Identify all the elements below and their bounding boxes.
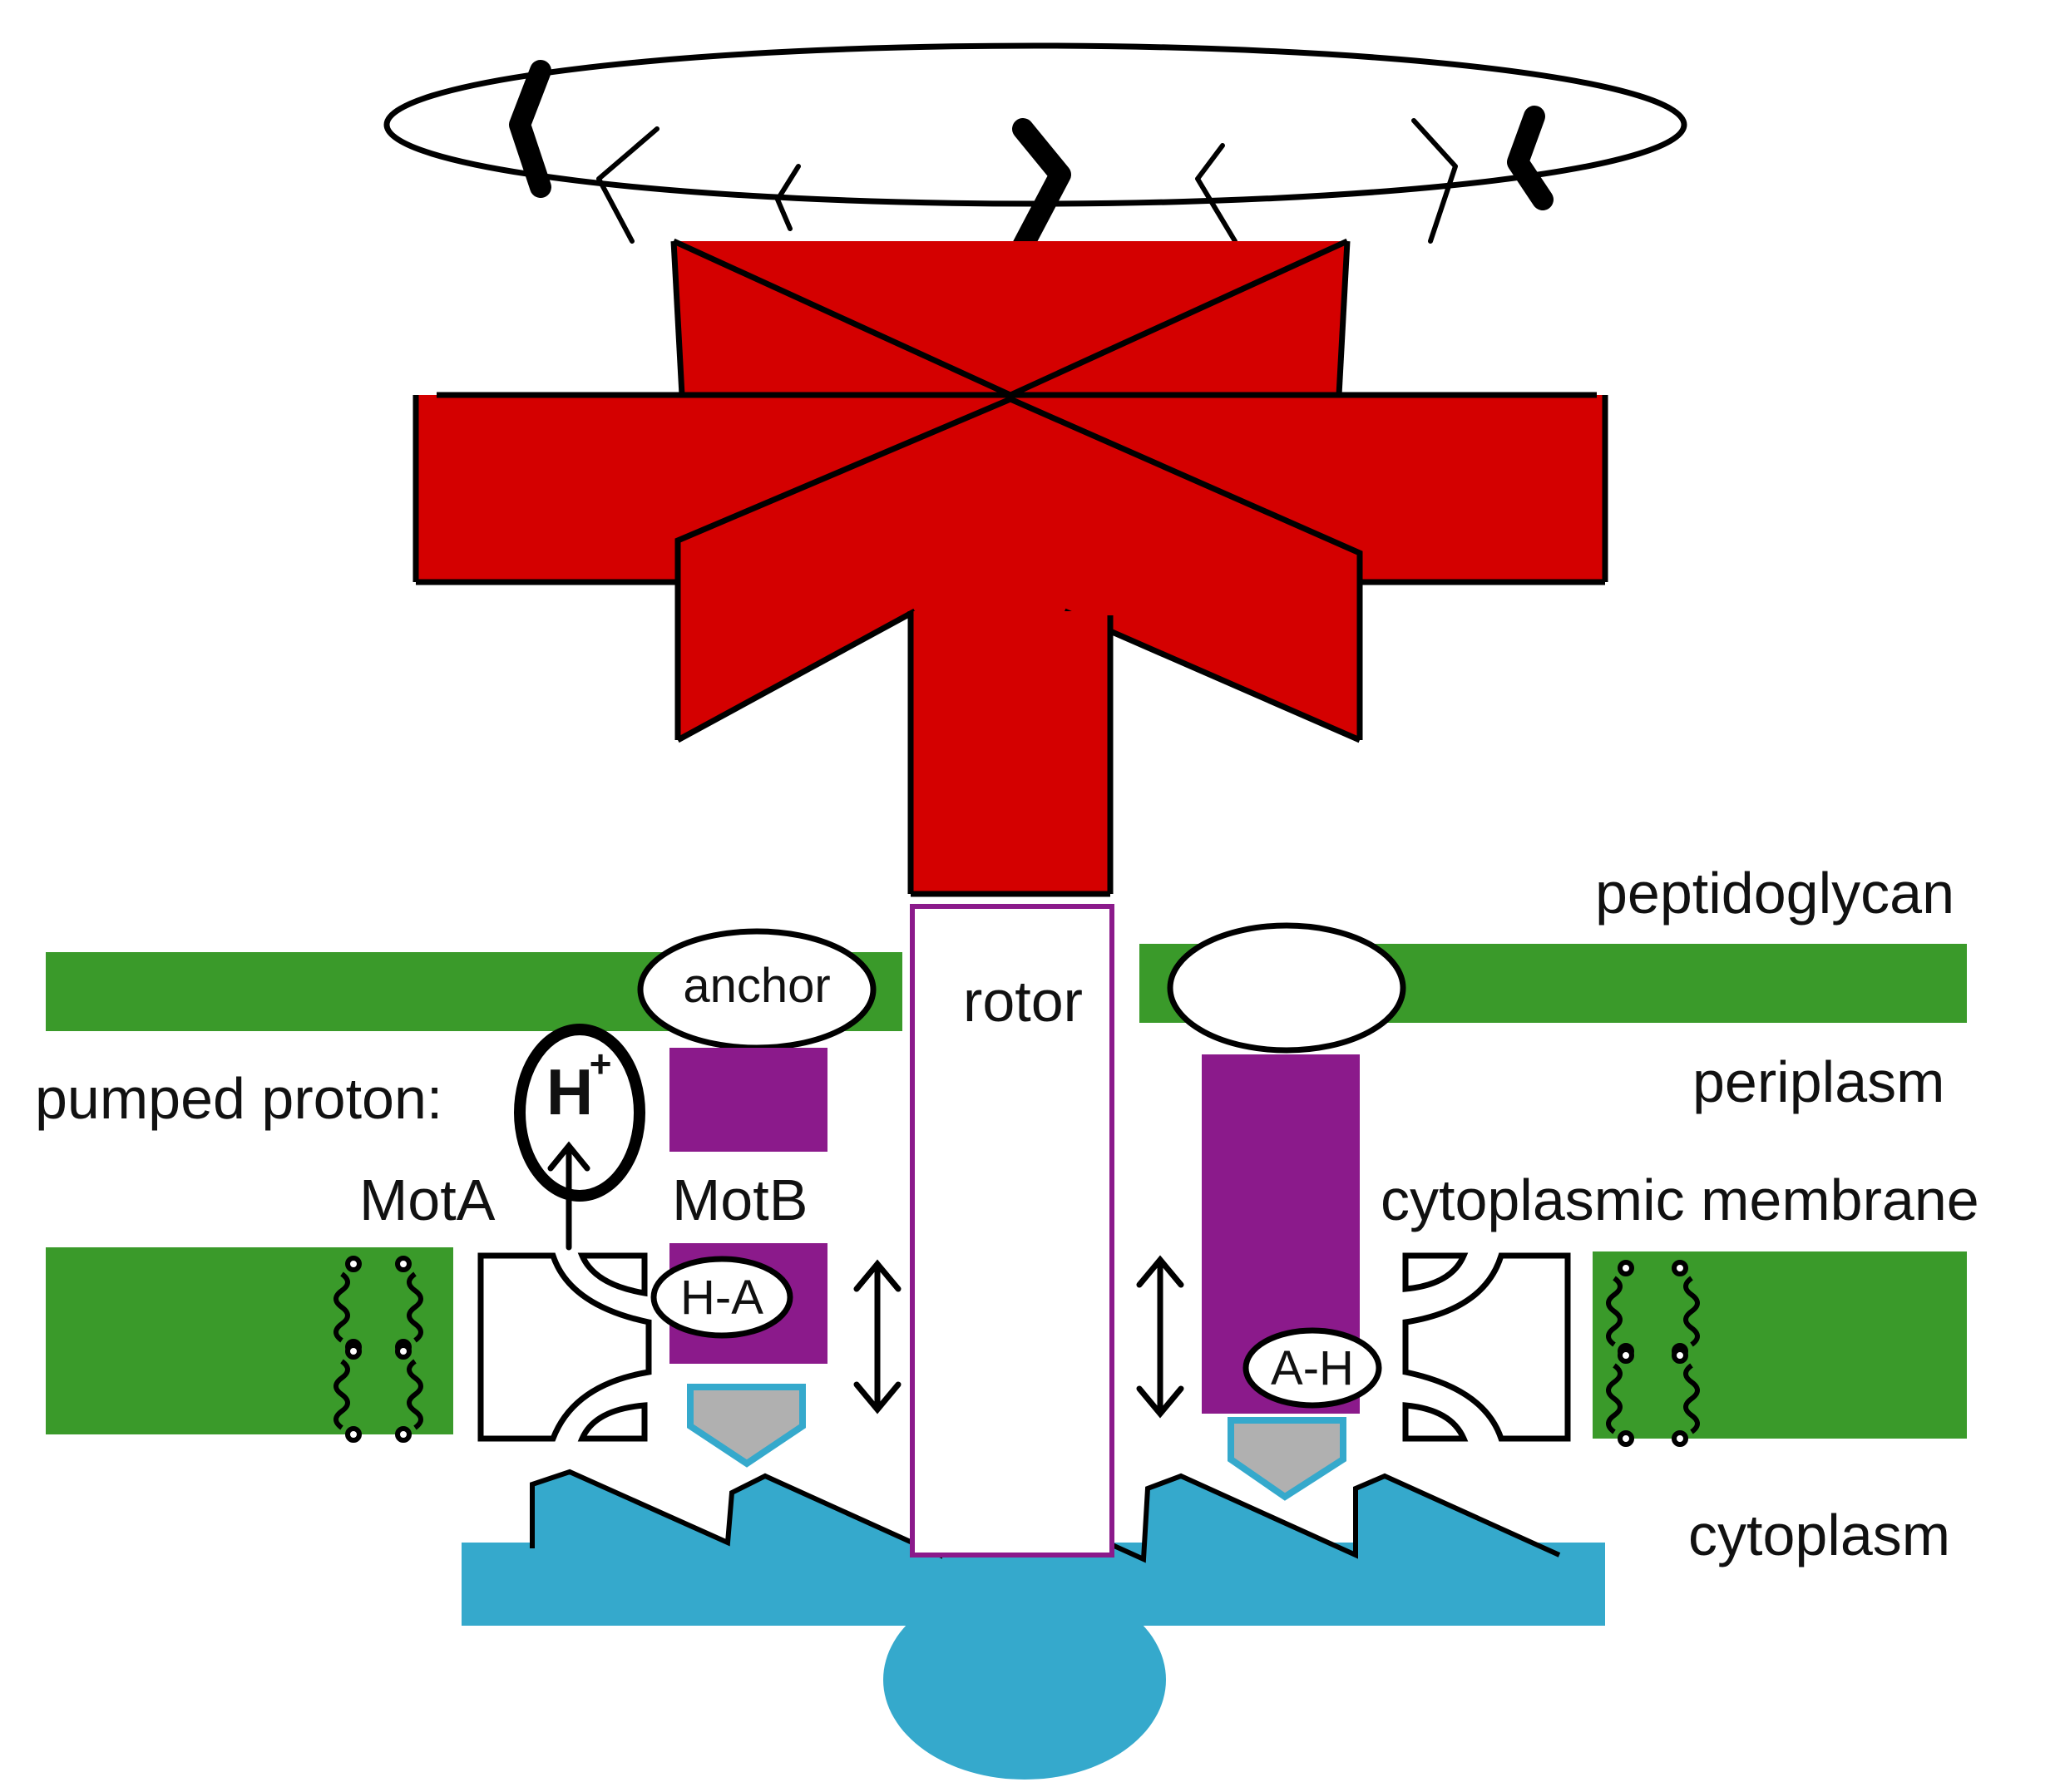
filament-ring [383, 42, 1687, 264]
flagellar-hook [412, 238, 1608, 897]
membrane-band-right [1593, 1251, 1967, 1439]
motb-left-upper [669, 1048, 827, 1152]
lipid-coil-icon [333, 1256, 423, 1443]
upward-arrow-icon [547, 1141, 590, 1251]
pawl-icon [1228, 1417, 1346, 1501]
a-h-site [1242, 1327, 1382, 1409]
a-h-label: A-H [1271, 1341, 1354, 1395]
mota-left [477, 1252, 652, 1442]
periplasm-label: periplasm [1692, 1049, 1944, 1114]
rotor-label: rotor [963, 969, 1083, 1034]
proton-icon: H + [514, 1024, 645, 1202]
cytoplasmic-membrane-label: cytoplasmic membrane [1381, 1168, 1979, 1232]
bidirectional-arrow-icon [1136, 1255, 1184, 1419]
pawl-icon [687, 1384, 806, 1468]
ring-barb-thin-3 [1195, 143, 1237, 244]
rotor-shaft [910, 904, 1114, 1558]
hook-shaft [911, 611, 1110, 894]
ring-barb-thin-2 [775, 164, 801, 231]
membrane-band-left [46, 1247, 453, 1434]
rotor-base-knob [883, 1580, 1166, 1780]
ring-barb-thin-4 [1411, 118, 1458, 244]
ring-barb-thin-1 [596, 126, 659, 244]
lipid-coil-icon [1606, 1260, 1700, 1447]
cytoplasm-label: cytoplasm [1688, 1503, 1950, 1567]
motb-label: MotB [672, 1168, 808, 1232]
ring-barb-bold-right [1507, 106, 1554, 210]
hook-chevron [678, 399, 1360, 740]
peptidoglycan-label: peptidoglycan [1595, 861, 1954, 926]
ring-barb-bold-left [509, 60, 551, 198]
h-a-label: H-A [680, 1271, 763, 1325]
ring-barb-bold-center [1008, 118, 1071, 264]
h-a-site [650, 1256, 793, 1339]
anchor-right [1167, 922, 1406, 1054]
hook-bowtie [674, 241, 1347, 395]
bidirectional-arrow-icon [853, 1259, 902, 1414]
pumped-proton-label: pumped proton: [35, 1066, 442, 1131]
mota-right [1402, 1252, 1571, 1442]
proton-symbol: H [546, 1055, 593, 1128]
mota-label: MotA [359, 1168, 496, 1232]
anchor-label: anchor [683, 959, 830, 1013]
proton-charge: + [590, 1042, 612, 1085]
